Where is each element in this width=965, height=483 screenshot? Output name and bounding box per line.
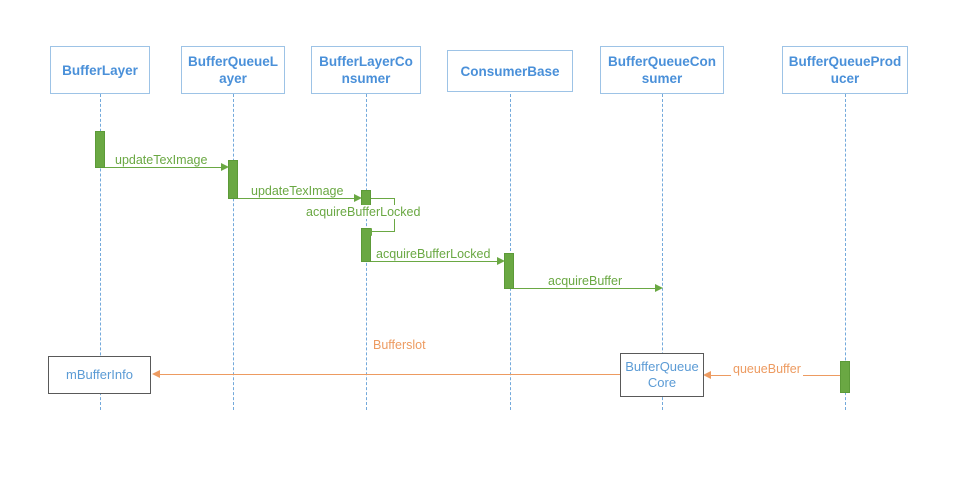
participant-consumerbase[interactable]: ConsumerBase xyxy=(447,50,573,92)
object-box-mbufferinfo[interactable]: mBufferInfo xyxy=(48,356,151,394)
participant-bufferqueueproducer[interactable]: BufferQueueProducer xyxy=(782,46,908,94)
arrow-head-acquirebufferlocked-self xyxy=(364,228,372,236)
arrow-head-acquirebufferlocked xyxy=(497,257,505,265)
message-arrow-updatetexiimage-1 xyxy=(105,167,222,168)
message-label-bufferslot: Bufferslot xyxy=(371,338,428,352)
lifeline-bufferlayer xyxy=(100,94,101,410)
arrow-head-updatetexiimage-2 xyxy=(354,194,362,202)
message-label-updatetexiimage-1: updateTexImage xyxy=(113,153,210,167)
message-arrow-acquirebufferlocked xyxy=(371,261,498,262)
lifeline-bufferqueuelayer xyxy=(233,94,234,410)
participant-bufferlayerconsumer[interactable]: BufferLayerConsumer xyxy=(311,46,421,94)
message-arrow-bufferslot xyxy=(159,374,621,375)
participant-bufferqueuelayer[interactable]: BufferQueueLayer xyxy=(181,46,285,94)
message-arrow-acquirebuffer xyxy=(514,288,656,289)
activation-bar-bufferqueueproducer xyxy=(840,361,850,393)
participant-bufferlayer[interactable]: BufferLayer xyxy=(50,46,150,94)
participant-bufferqueueconsumer[interactable]: BufferQueueConsumer xyxy=(600,46,724,94)
arrow-head-queuebuffer xyxy=(703,371,711,379)
message-label-acquirebufferlocked: acquireBufferLocked xyxy=(374,247,493,261)
arrow-head-updatetexiimage-1 xyxy=(221,163,229,171)
message-arrow-updatetexiimage-2 xyxy=(238,198,355,199)
activation-bar-consumerbase xyxy=(504,253,514,289)
lifeline-bufferqueueproducer xyxy=(845,94,846,410)
lifeline-consumerbase xyxy=(510,94,511,410)
message-label-acquirebufferlocked-self: acquireBufferLocked xyxy=(304,205,423,219)
arrow-head-acquirebuffer xyxy=(655,284,663,292)
message-label-acquirebuffer: acquireBuffer xyxy=(546,274,625,288)
message-label-queuebuffer: queueBuffer xyxy=(731,362,803,376)
lifeline-bufferqueueconsumer xyxy=(662,94,663,410)
arrow-head-bufferslot xyxy=(152,370,160,378)
activation-bar-bufferqueuelayer xyxy=(228,160,238,199)
message-label-updatetexiimage-2: updateTexImage xyxy=(249,184,346,198)
object-box-bufferqueuecore[interactable]: BufferQueueCore xyxy=(620,353,704,397)
activation-bar-bufferlayer xyxy=(95,131,105,168)
